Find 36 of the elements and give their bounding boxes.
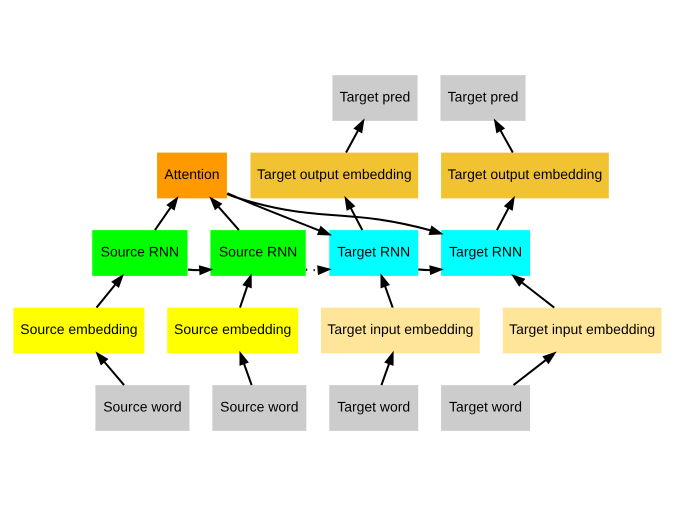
node-box: Target pred xyxy=(332,75,418,121)
arrow xyxy=(239,273,252,308)
arrow xyxy=(418,265,444,276)
node-box: Target input embedding xyxy=(320,308,480,354)
node-box: Target word xyxy=(441,385,530,431)
node-box: Source embedding xyxy=(167,308,298,354)
arrow xyxy=(95,351,125,386)
arrow xyxy=(496,196,515,230)
arrow xyxy=(226,193,444,235)
arrow xyxy=(494,118,514,154)
node-box: Source word xyxy=(95,385,190,431)
node-box: Target input embedding xyxy=(502,308,662,354)
node-box: Target output embedding xyxy=(250,152,418,198)
node-box: Target output embedding xyxy=(441,152,609,198)
node-box: Source embedding xyxy=(13,308,144,354)
arrow xyxy=(510,274,555,308)
node-box: Target RNN xyxy=(329,230,418,276)
node-box: Target RNN xyxy=(441,230,530,276)
node-box: Source word xyxy=(212,385,306,431)
arrow xyxy=(380,273,394,308)
arrow xyxy=(188,265,214,276)
arrow xyxy=(239,350,253,386)
arrow xyxy=(209,196,240,231)
node-box: Source RNN xyxy=(210,230,306,276)
arrow xyxy=(344,196,364,230)
node-box: Target word xyxy=(329,385,418,431)
arrow xyxy=(154,196,179,231)
arrow xyxy=(380,350,394,386)
node-box: Target pred xyxy=(440,75,526,121)
node-box: Source RNN xyxy=(92,230,188,276)
arrow xyxy=(512,352,557,386)
arrow xyxy=(345,118,365,153)
arrow xyxy=(226,192,332,236)
arrow xyxy=(96,274,124,308)
arrow xyxy=(306,265,332,276)
node-box: Attention xyxy=(157,152,227,198)
